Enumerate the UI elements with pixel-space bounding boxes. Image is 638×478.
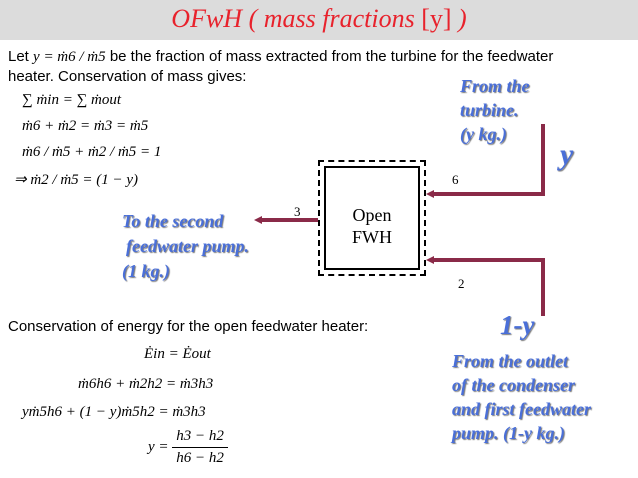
open-fwh-box [324, 166, 420, 270]
mass-equation-1: ∑ ṁin = ∑ ṁout [22, 92, 122, 108]
mass-equation-3: ṁ6 / ṁ5 + ṁ2 / ṁ5 = 1 [22, 144, 162, 160]
energy-equation-2: ṁ6h6 + ṁ2h2 = ṁ3h3 [78, 376, 214, 392]
mass-equation-4: ⇒ ṁ2 / ṁ5 = (1 − y) [14, 172, 139, 188]
energy-equation-1: Ėin = Ėout [144, 346, 211, 362]
result-equation: y = h3 − h2 h6 − h2 [148, 428, 228, 467]
one-minus-y-label: 1-y [500, 310, 535, 340]
from-condenser-callout: From the outlet of the condenser and fir… [452, 351, 591, 443]
intro-text: Let y = ṁ6 / ṁ5 be the fraction of mass … [8, 48, 554, 85]
fwh-dashed-boundary [318, 160, 426, 276]
energy-label: Conservation of energy for the open feed… [8, 318, 369, 335]
y-label: y [560, 138, 574, 171]
from-turbine-callout: From the turbine. (y kg.) [460, 76, 530, 144]
stream-6-number: 6 [452, 172, 459, 187]
to-second-pump-callout: To the second feedwater pump. (1 kg.) [122, 211, 249, 281]
fraction-definition: y = ṁ6 / ṁ5 [33, 49, 106, 65]
slide-title: OFwH ( mass fractions [y] ) [171, 4, 467, 33]
stream-2-number: 2 [458, 276, 465, 291]
stream-3-number: 3 [294, 204, 301, 219]
title-bar [0, 0, 638, 40]
stream-2-arrow [426, 256, 545, 316]
energy-equation-3: yṁ5h6 + (1 − y)ṁ5h2 = ṁ3h3 [22, 404, 206, 420]
result-numerator: h3 − h2 [172, 428, 228, 448]
result-denominator: h6 − h2 [176, 450, 224, 466]
mass-equation-2: ṁ6 + ṁ2 = ṁ3 = ṁ5 [22, 118, 149, 134]
stream-6-arrow [426, 124, 545, 198]
result-fraction: h3 − h2 h6 − h2 [172, 428, 228, 467]
